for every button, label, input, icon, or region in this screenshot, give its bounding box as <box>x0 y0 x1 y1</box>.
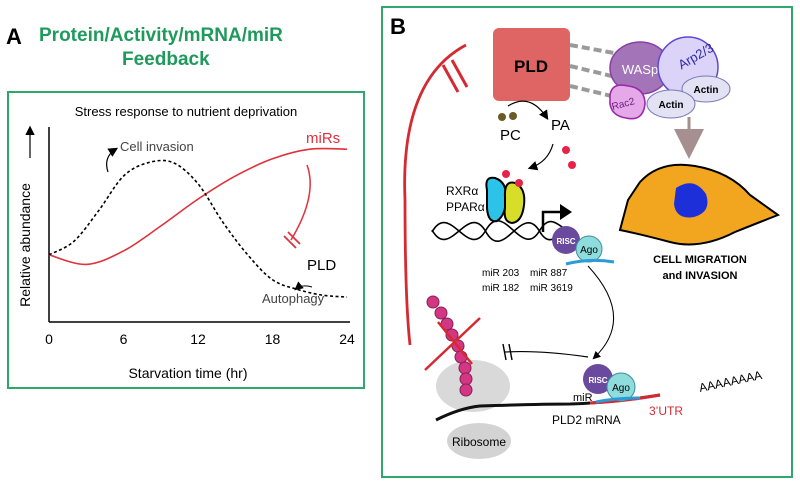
x-tick-label: 0 <box>45 331 53 347</box>
translation-inhibit-line <box>504 350 589 358</box>
ago-top-label: Ago <box>580 245 598 256</box>
actin-2-label: Actin <box>659 100 684 111</box>
x-tick-labels: 0 6 12 18 24 <box>45 331 355 347</box>
mir-loading-arrow-icon <box>587 265 615 360</box>
promoter-arrow-stem <box>541 210 562 232</box>
translation-inhibit-bar-2 <box>508 343 513 361</box>
mir887-label: miR 887 <box>530 268 568 279</box>
x-tick-label: 24 <box>339 331 355 347</box>
pld-wasp-connector <box>569 43 626 57</box>
panel-a-frame <box>7 91 365 389</box>
panel-a-letter: A <box>6 24 22 49</box>
feedback-inhibit-bar-1 <box>441 64 460 93</box>
promoter-arrow-icon <box>560 204 572 220</box>
risc-bottom-label: RISC <box>588 376 607 385</box>
mirs-inhibit-line <box>290 164 311 241</box>
pa-dot-2 <box>568 161 576 169</box>
panel-a-subtitle: Feedback <box>122 49 210 70</box>
risc-top-label: RISC <box>556 237 575 246</box>
ago-bottom <box>606 372 636 402</box>
y-axis-label: Relative abundance <box>17 183 33 307</box>
cell-nucleus <box>674 183 708 218</box>
rac2-protein <box>609 84 646 120</box>
risc-top <box>552 226 580 254</box>
pc-dot-1 <box>498 113 506 121</box>
mir-bottom-label: miR <box>573 392 593 404</box>
mrna-label: PLD2 mRNA <box>552 413 621 427</box>
autophagy-label: Autophagy <box>262 291 325 306</box>
ppar-label: PPARα <box>446 200 485 214</box>
ligand-dot-2 <box>515 179 523 187</box>
polya-tail: AAAAAAAA <box>698 368 764 395</box>
mir203-label: miR 203 <box>482 268 520 279</box>
actin-1 <box>681 75 731 103</box>
mirs-inhibit-bar-1 <box>283 235 297 249</box>
ligand-dot-1 <box>502 170 510 178</box>
mirs-inhibit-bar-2 <box>287 231 301 245</box>
rxr-receptor <box>485 176 508 223</box>
ribosome-small <box>447 423 511 459</box>
actin-1-label: Actin <box>694 85 719 96</box>
chart-title: Stress response to nutrient deprivation <box>75 104 298 119</box>
cell-invasion-arrow-icon <box>106 147 119 173</box>
pld-label: PLD <box>307 257 336 274</box>
migration-label-1: CELL MIGRATION <box>653 254 747 266</box>
pc-to-pa-arrow-icon <box>507 100 549 121</box>
mirna-top <box>565 258 615 266</box>
pld-series-line <box>48 159 348 298</box>
pa-dot-1 <box>562 146 570 154</box>
mir182-label: miR 182 <box>482 283 520 294</box>
panel-b-letter: B <box>390 14 406 39</box>
ribosome-large <box>436 360 510 412</box>
wasp-label: WASp <box>622 62 658 77</box>
x-tick-label: 18 <box>265 331 281 347</box>
dna-strand-2 <box>431 221 571 242</box>
pld-box <box>493 28 570 101</box>
x-axis-label: Starvation time (hr) <box>128 365 247 381</box>
mirna-bottom <box>595 396 641 404</box>
pa-label: PA <box>551 117 570 134</box>
dna-strand-1 <box>431 220 571 241</box>
ago-bottom-label: Ago <box>612 383 630 394</box>
panel-a-title: Protein/Activity/mRNA/miR <box>39 25 283 46</box>
rxr-label: RXRα <box>446 184 478 198</box>
migration-label-2: and INVASION <box>663 270 738 282</box>
x-tick-label: 12 <box>190 331 206 347</box>
utr-label: 3’UTR <box>649 404 683 418</box>
pa-to-receptor-arrow-icon <box>527 143 554 171</box>
pc-label: PC <box>500 127 521 144</box>
ppar-receptor <box>503 181 526 225</box>
risc-bottom <box>583 364 613 394</box>
x-tick-label: 6 <box>120 331 128 347</box>
feedback-inhibition-line <box>403 43 467 346</box>
actin-2 <box>646 89 696 119</box>
ribosome-label: Ribosome <box>452 435 506 449</box>
mirs-label: miRs <box>306 130 340 147</box>
autophagy-arrow-icon <box>294 281 313 291</box>
translation-block-cross-2 <box>437 321 473 365</box>
mir3619-label: miR 3619 <box>530 283 573 294</box>
pc-dot-2 <box>509 112 517 120</box>
translation-inhibit-bar-1 <box>502 343 507 361</box>
feedback-inhibit-bar-2 <box>450 59 469 88</box>
cell-invasion-label: Cell invasion <box>120 139 194 154</box>
translation-block-cross-1 <box>424 317 481 371</box>
panel-b-frame <box>381 6 793 478</box>
mirs-series-line <box>48 147 348 266</box>
pld-box-label: PLD <box>514 57 548 76</box>
